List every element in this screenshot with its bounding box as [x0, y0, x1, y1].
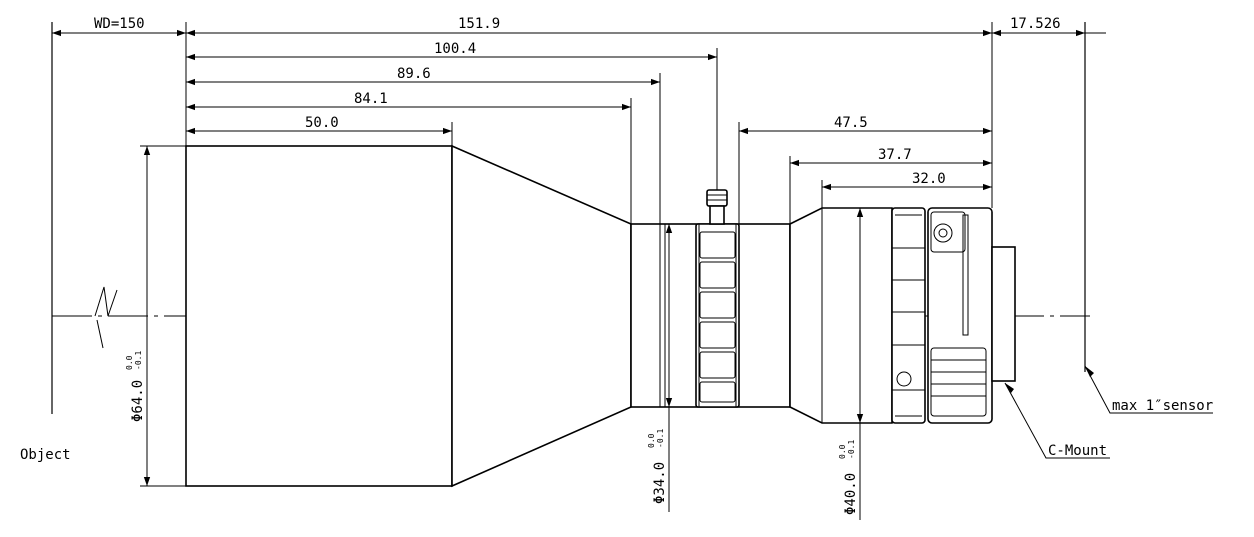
label-object: Object: [20, 447, 71, 463]
label-sensor: max 1″sensor: [1112, 398, 1213, 414]
dim-wd: WD=150: [94, 16, 145, 32]
dim-rear-barrel: 37.7: [878, 147, 912, 163]
dim-to-ring: 84.1: [354, 91, 388, 107]
dim-rear-group: 47.5: [834, 115, 868, 131]
dim-overall-length: 151.9: [458, 16, 500, 32]
svg-text:Φ40.0: Φ40.0: [843, 473, 859, 515]
leader-c-mount: [1004, 382, 1110, 459]
dim-rear-housing: 32.0: [912, 171, 946, 187]
dimension-lines: [52, 29, 1085, 191]
svg-text:0.0: 0.0: [647, 433, 656, 448]
dia-label-mid: Φ34.0 0.0 -0.1: [647, 429, 668, 504]
axis-break-symbol: [94, 286, 118, 349]
svg-text:-0.1: -0.1: [847, 440, 856, 459]
dia-label-front: Φ64.0 0.0 -0.1: [125, 351, 146, 422]
rear-housing: [927, 207, 993, 424]
svg-text:-0.1: -0.1: [134, 351, 143, 370]
lens-body: [185, 144, 1016, 488]
svg-text:Φ64.0: Φ64.0: [130, 380, 146, 422]
focus-lock-knob: [706, 189, 728, 225]
svg-text:0.0: 0.0: [125, 355, 134, 370]
diameter-lines: [143, 146, 864, 520]
svg-text:-0.1: -0.1: [656, 429, 665, 448]
front-barrel: [185, 145, 453, 487]
label-c-mount: C-Mount: [1048, 443, 1107, 459]
leader-sensor: [1084, 365, 1213, 414]
dim-to-knob: 100.4: [434, 41, 476, 57]
svg-text:Φ34.0: Φ34.0: [652, 462, 668, 504]
focus-ring: [695, 223, 740, 408]
dim-sensor-distance: 17.526: [1010, 16, 1061, 32]
dim-front-barrel: 50.0: [305, 115, 339, 131]
dia-label-rear: Φ40.0 0.0 -0.1: [838, 440, 859, 515]
dim-to-ring-rear: 89.6: [397, 66, 431, 82]
front-taper: [451, 144, 632, 488]
rear-barrel: [789, 207, 893, 424]
c-mount-thread: [991, 246, 1016, 382]
svg-text:0.0: 0.0: [838, 444, 847, 459]
aperture-ring: [891, 207, 926, 424]
